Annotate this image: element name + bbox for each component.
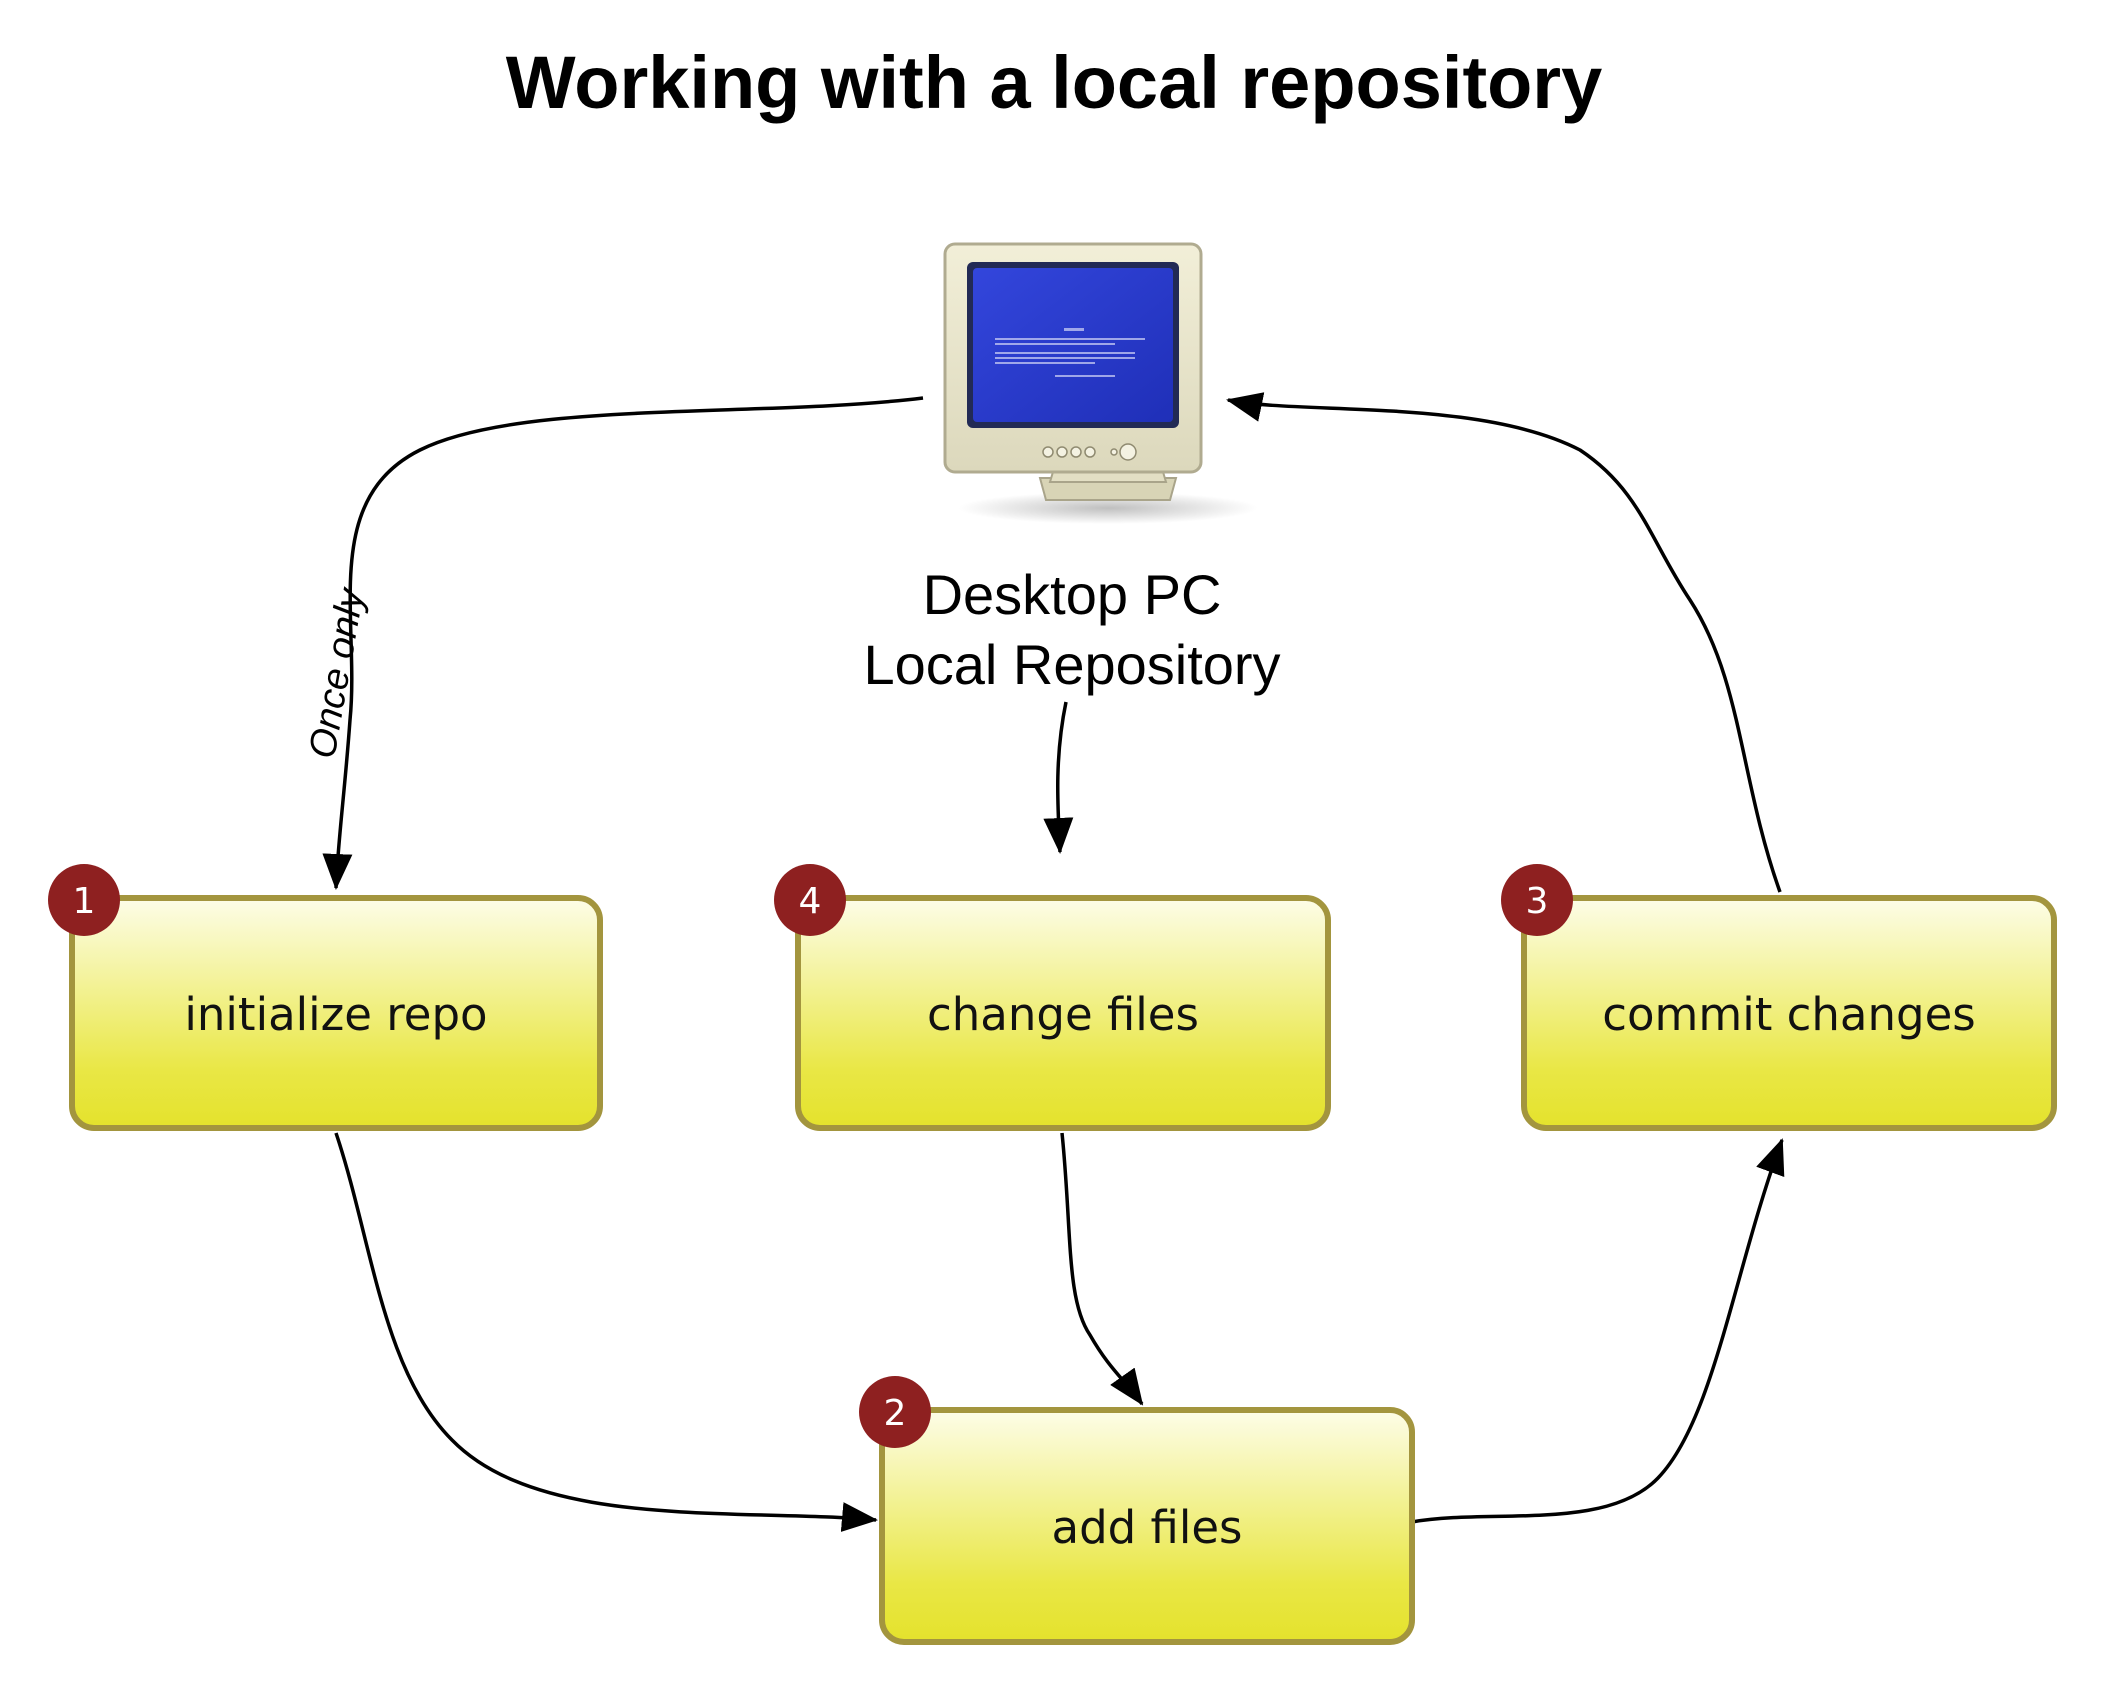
step-badge-4	[774, 864, 846, 936]
step-badge-2	[859, 1376, 931, 1448]
step-label-add-files: add files	[1052, 1501, 1243, 1554]
computer-label-line1: Desktop PC	[923, 563, 1222, 626]
computer-label-line2: Local Repository	[863, 633, 1280, 696]
step-badge-number-1: 1	[73, 881, 96, 922]
step-change-files: change files 4	[774, 864, 1331, 1131]
step-commit-changes: commit changes 3	[1501, 864, 2057, 1131]
step-label-initialize-repo: initialize repo	[184, 988, 487, 1041]
edge-change-files-to-add-files	[1060, 1132, 1144, 1406]
edge-computer-to-initialize	[322, 396, 924, 890]
step-badge-1	[48, 864, 120, 936]
step-badge-number-3: 3	[1526, 881, 1549, 922]
step-badge-number-4: 4	[799, 881, 822, 922]
edge-initialize-to-add-files	[334, 1132, 878, 1532]
step-add-files: add files 2	[859, 1376, 1415, 1645]
step-badge-number-2: 2	[884, 1393, 907, 1434]
edge-label-once-only: Once only	[302, 584, 373, 762]
edge-label-to-change-files	[1043, 701, 1074, 854]
desktop-monitor-icon	[943, 242, 1258, 524]
edge-add-files-to-commit	[1411, 1138, 1785, 1524]
edge-commit-to-computer	[1226, 392, 1782, 893]
step-initialize-repo: initialize repo 1	[48, 864, 603, 1131]
diagram-title: Working with a local repository	[505, 41, 1603, 124]
step-label-change-files: change files	[927, 988, 1199, 1041]
step-label-commit-changes: commit changes	[1602, 988, 1975, 1041]
step-badge-3	[1501, 864, 1573, 936]
